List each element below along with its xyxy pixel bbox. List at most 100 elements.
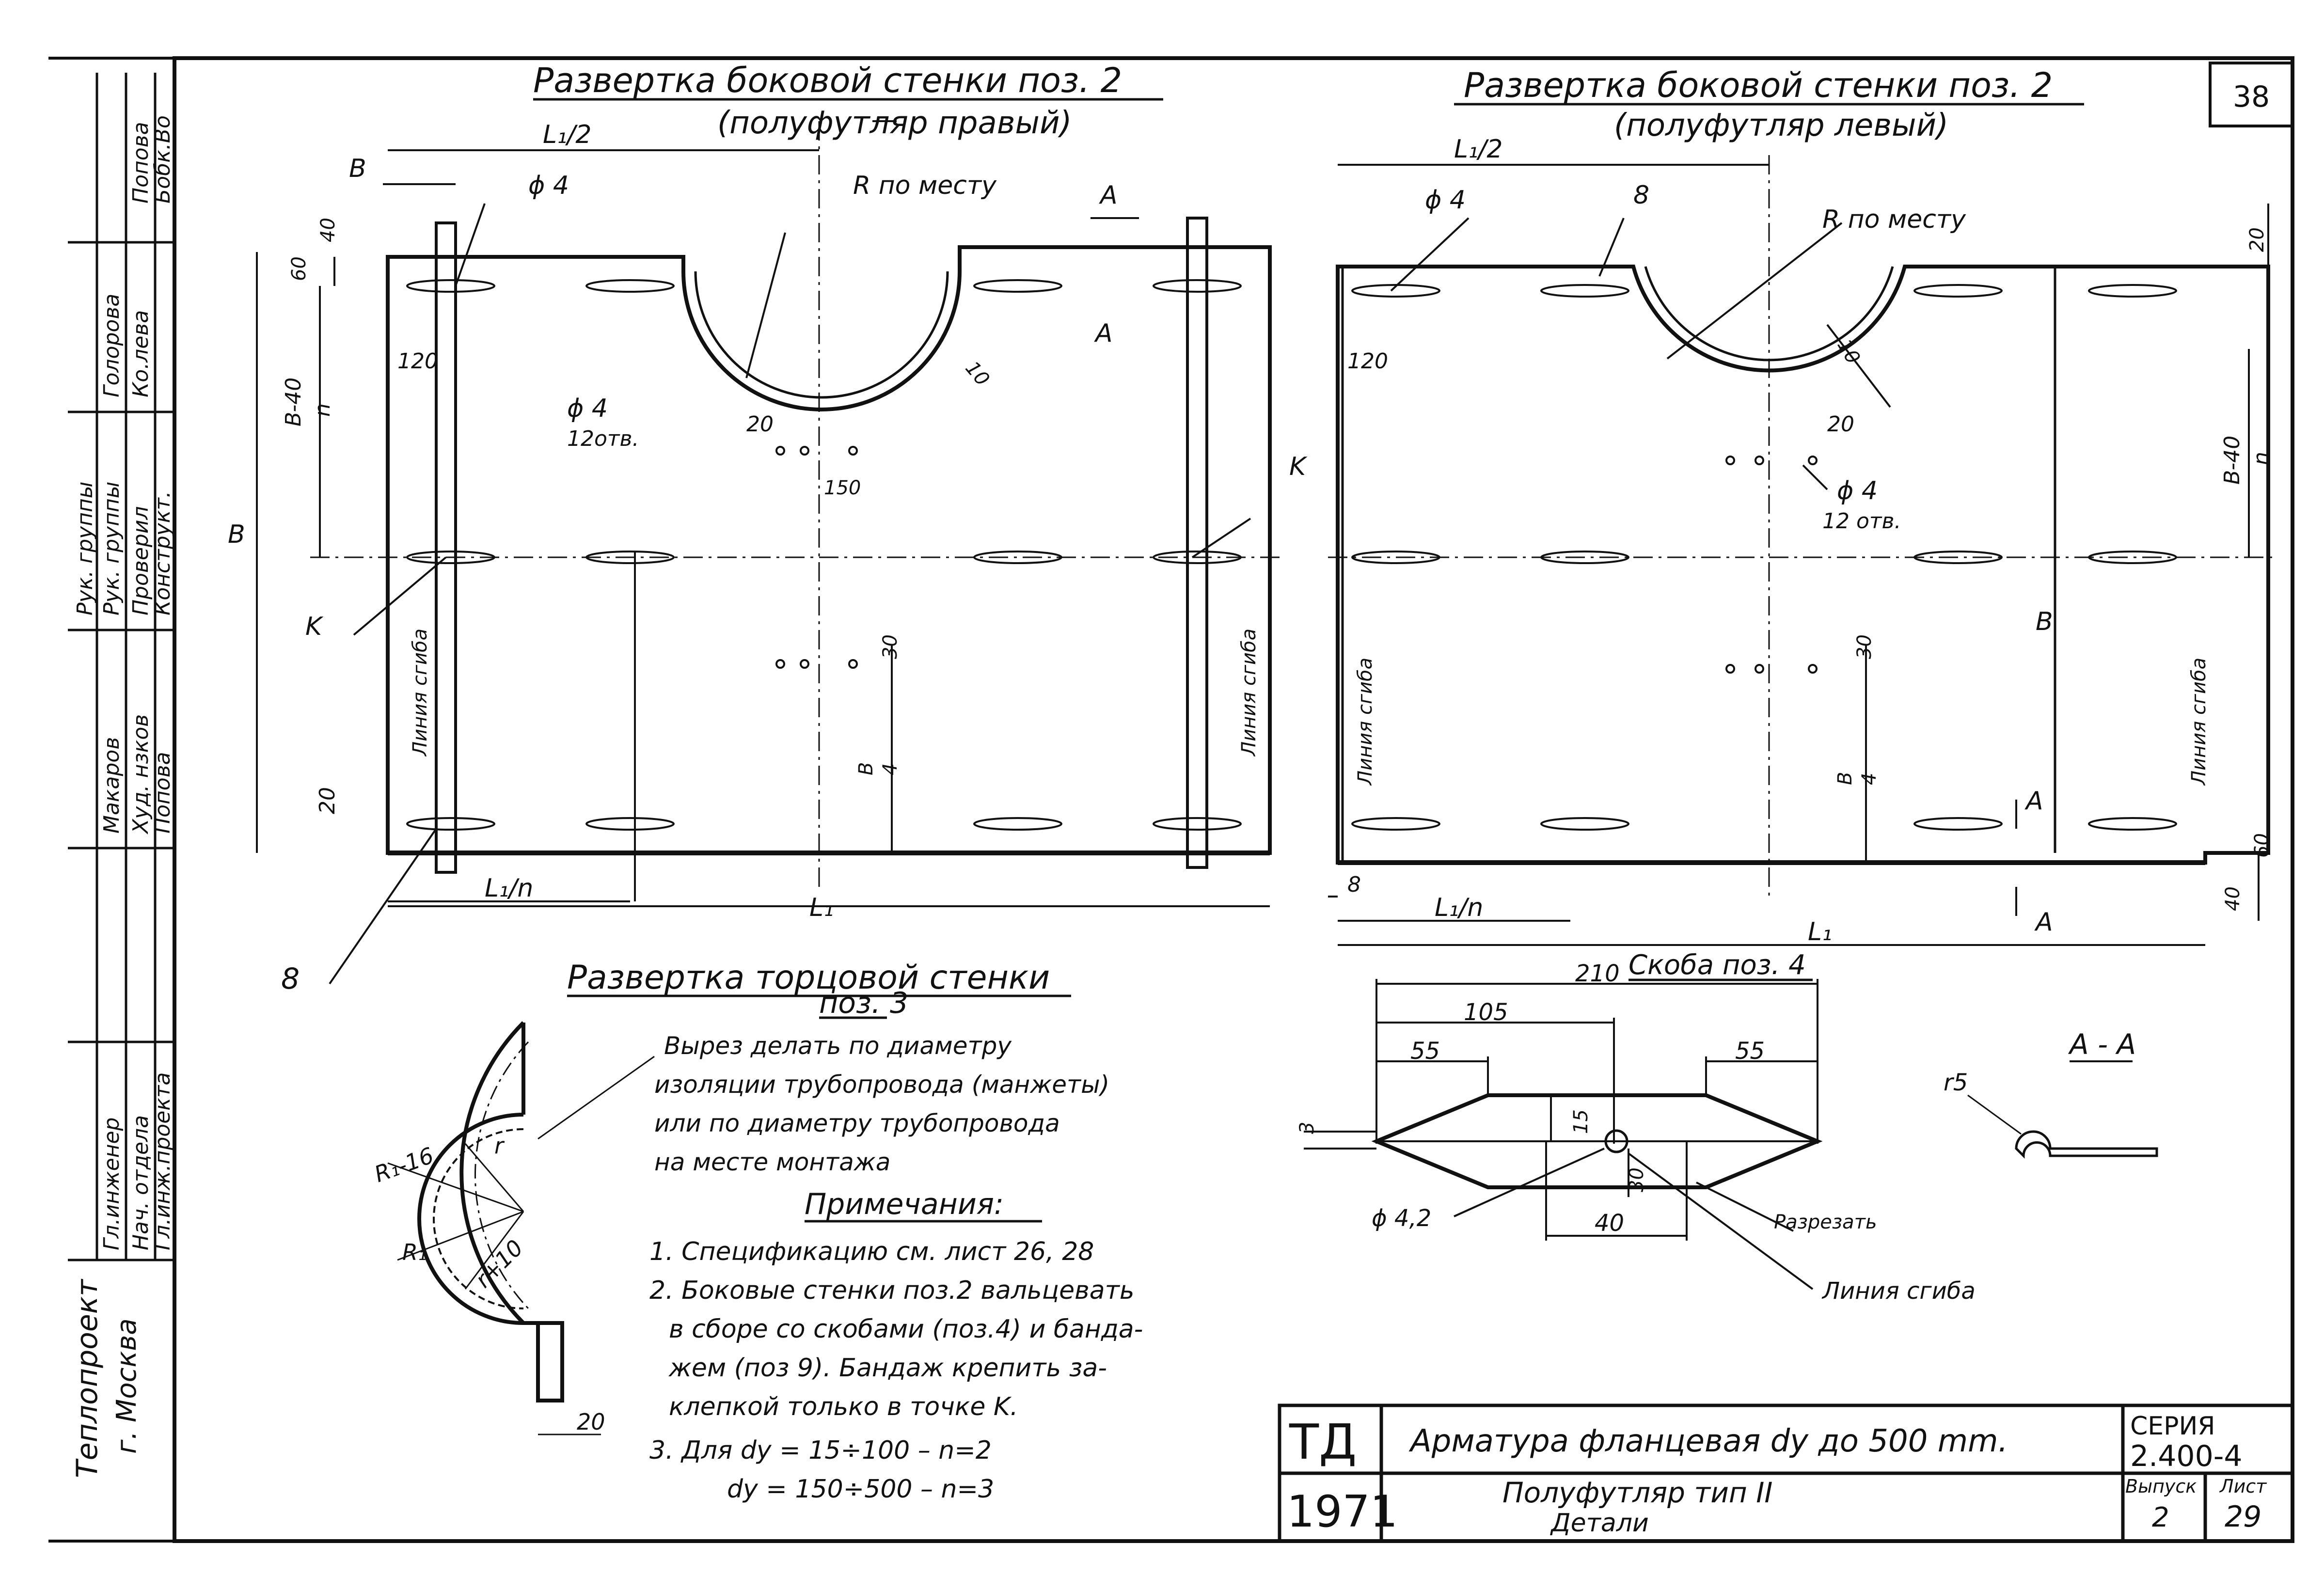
end-wall-title: Развертка торцовой стенки поз. 3	[567, 959, 1071, 1020]
svg-text:R₁: R₁	[402, 1239, 427, 1265]
svg-text:B: B	[1834, 772, 1856, 785]
svg-text:ϕ 4: ϕ 4	[1837, 476, 1878, 505]
svg-text:105: 105	[1464, 999, 1508, 1026]
svg-text:55: 55	[1410, 1038, 1440, 1065]
svg-text:Линия сгиба: Линия сгиба	[1821, 1277, 1976, 1305]
end-wall-note: Вырез делать по диаметру изоляции трубоп…	[654, 1032, 1109, 1176]
svg-text:20: 20	[2246, 227, 2268, 252]
left-unfold-rivets	[1351, 284, 2177, 831]
svg-text:20: 20	[1827, 412, 1854, 437]
svg-text:n: n	[310, 403, 335, 417]
svg-text:Линия сгиба: Линия сгиба	[1238, 629, 1260, 757]
stamp-cell: Конструкт.	[150, 491, 175, 615]
svg-text:ϕ 4: ϕ 4	[567, 394, 608, 423]
left-unfold-dimlines	[1328, 164, 2269, 946]
stamp-cell: Худ. нзков	[128, 714, 153, 835]
svg-text:(полуфутляр левый): (полуфутляр левый)	[1614, 108, 1948, 143]
svg-text:R по месту: R по месту	[1822, 205, 1966, 234]
svg-text:B: B	[855, 762, 877, 775]
end-wall-shape	[417, 1021, 564, 1402]
tb-series-label: СЕРИЯ	[2130, 1412, 2215, 1441]
tb-series: 2.400-4	[2130, 1439, 2243, 1473]
svg-text:Линия сгиба: Линия сгиба	[409, 629, 431, 757]
svg-text:L₁: L₁	[809, 893, 834, 922]
svg-text:55: 55	[1735, 1038, 1765, 1065]
svg-text:30: 30	[1626, 1167, 1648, 1192]
svg-text:Вырез делать по диаметру: Вырез делать по диаметру	[664, 1032, 1012, 1060]
svg-text:A: A	[1099, 181, 1118, 210]
end-wall-dimlines	[387, 1055, 655, 1435]
svg-text:A - A: A - A	[2068, 1028, 2136, 1061]
svg-text:210: 210	[1575, 960, 1620, 987]
notes: Примечания: 1. Спецификацию см. лист 26,…	[649, 1187, 1143, 1504]
stamp-cell: Попова	[128, 122, 153, 204]
svg-text:K: K	[1289, 452, 1308, 481]
stamp-cell: Проверил	[128, 506, 153, 615]
sheet-number: 38	[2233, 80, 2270, 114]
svg-text:B: B	[228, 520, 245, 549]
svg-text:R по месту: R по месту	[853, 171, 997, 200]
sheet-frame	[48, 56, 2294, 1543]
stamp-cell: Макаров	[99, 737, 124, 834]
svg-text:A: A	[2024, 787, 2043, 816]
stamp-cell: Бобк.Во	[150, 115, 175, 204]
svg-text:dy = 150÷500 – n=3: dy = 150÷500 – n=3	[727, 1475, 994, 1504]
svg-text:3. Для dy = 15÷100 – n=2: 3. Для dy = 15÷100 – n=2	[649, 1436, 992, 1465]
svg-text:B-40: B-40	[2220, 436, 2245, 485]
svg-text:Разрезать: Разрезать	[1774, 1211, 1877, 1233]
right-unfold-rivets	[406, 279, 1242, 831]
notes-header: Примечания:	[805, 1187, 1004, 1221]
tb-year: 1971	[1287, 1486, 1398, 1537]
svg-text:3: 3	[1296, 1122, 1318, 1134]
stamp-cell: Гл.инженер	[99, 1118, 124, 1250]
svg-text:40: 40	[317, 218, 339, 242]
left-unfold-centerlines	[1328, 155, 2278, 901]
right-unfold-centerlines	[310, 121, 1280, 892]
svg-text:40: 40	[1595, 1210, 1624, 1237]
tb-sheet: 29	[2225, 1500, 2261, 1534]
svg-text:B: B	[2036, 607, 2053, 636]
svg-text:B: B	[349, 154, 366, 183]
right-unfold-outline	[386, 217, 1272, 874]
left-unfold-title: Развертка боковой стенки поз. 2 (полуфут…	[1454, 65, 2084, 143]
bracket-labels: 210 105 55 55 3 15 30 40 ϕ 4,2 Разрезать…	[1296, 960, 1976, 1305]
side-stamp-text: Попова Бобк.Во Рук. группы Голорова Ко.л…	[70, 115, 175, 1478]
svg-text:8: 8	[281, 962, 300, 996]
left-unfold-labels: L₁/2 ϕ 4 8 R по месту 20 120 10 20 ϕ 4 1…	[1347, 135, 2274, 946]
stamp-cell: Рук. группы	[99, 482, 124, 615]
bracket-dimlines	[1304, 979, 1818, 1290]
tb-sheet-label: Лист	[2219, 1476, 2267, 1497]
stamp-cell: Попова	[150, 752, 175, 834]
svg-text:4: 4	[1858, 773, 1881, 785]
left-unfold-outline	[1336, 265, 2270, 865]
title-block	[1278, 1403, 2294, 1543]
svg-text:12отв.: 12отв.	[567, 426, 639, 451]
stamp-cell: Нач. отдела	[128, 1115, 153, 1250]
svg-text:60: 60	[288, 256, 310, 281]
svg-text:A: A	[1094, 319, 1113, 348]
svg-text:Развертка боковой стенки поз.: Развертка боковой стенки поз. 2	[533, 61, 1122, 100]
bracket-title: Скоба поз. 4	[1628, 949, 1813, 981]
svg-text:A: A	[2034, 908, 2053, 937]
svg-text:клепкой только в точке K.: клепкой только в точке K.	[669, 1392, 1018, 1421]
svg-text:(полуфутляр правый): (полуфутляр правый)	[717, 105, 1072, 141]
svg-text:r5: r5	[1944, 1069, 1968, 1096]
svg-text:1. Спецификацию см. лист 26,: 1. Спецификацию см. лист 26, 28	[649, 1237, 1094, 1266]
right-unfold-labels: L₁/2 B ϕ 4 R по месту A A 40 60 120 B-40…	[228, 120, 1308, 996]
svg-text:на месте монтажа: на месте монтажа	[654, 1148, 890, 1176]
stamp-cell: Голорова	[99, 294, 124, 397]
tb-issue: 2	[2152, 1502, 2169, 1533]
svg-text:15: 15	[1570, 1109, 1592, 1134]
svg-text:n: n	[2249, 452, 2274, 465]
svg-text:L₁/2: L₁/2	[1454, 135, 1502, 164]
svg-text:ϕ 4: ϕ 4	[528, 171, 569, 200]
stamp-org: Теплопроект	[70, 1278, 104, 1478]
svg-text:Линия сгиба: Линия сгиба	[2188, 658, 2210, 786]
svg-text:40: 40	[2222, 886, 2244, 911]
svg-text:2. Боковые стенки поз.2 вальце: 2. Боковые стенки поз.2 вальцевать	[649, 1276, 1135, 1305]
svg-text:поз. 3: поз. 3	[819, 986, 908, 1020]
svg-text:8: 8	[1633, 181, 1649, 210]
svg-text:30: 30	[879, 634, 901, 659]
svg-text:Развертка боковой стенки поз.: Развертка боковой стенки поз. 2	[1464, 65, 2053, 105]
stamp-city: г. Москва	[111, 1318, 142, 1454]
